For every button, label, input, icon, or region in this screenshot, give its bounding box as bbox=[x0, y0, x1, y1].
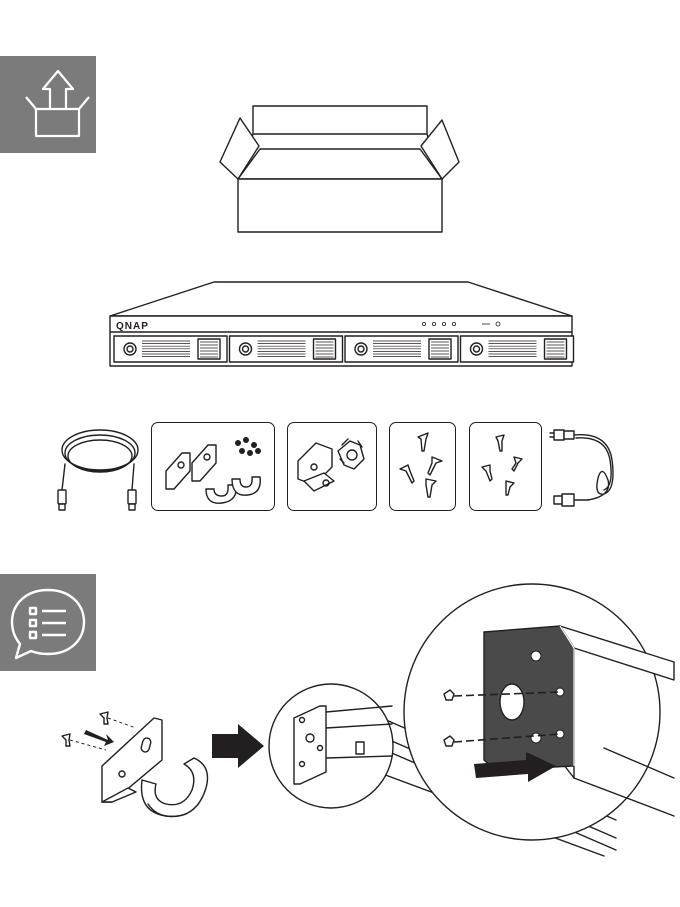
step-next-arrow bbox=[210, 722, 266, 772]
install-section-badge bbox=[0, 574, 96, 671]
shipping-box-illustration bbox=[215, 104, 465, 236]
power-cord-accessory bbox=[548, 420, 628, 516]
rack-ear-icon bbox=[152, 423, 276, 512]
screws-icon bbox=[390, 423, 457, 512]
screws-icon bbox=[470, 423, 543, 512]
drive-bay bbox=[114, 336, 227, 362]
nas-brand-logo: QNAP bbox=[116, 321, 149, 332]
rail-kit-accessory bbox=[287, 422, 377, 511]
drive-bay bbox=[345, 336, 458, 362]
screw-set-1-accessory bbox=[389, 422, 456, 511]
drive-bay bbox=[230, 336, 343, 362]
screw-set-2-accessory bbox=[469, 422, 542, 511]
rack-mount-detail-illustration bbox=[264, 588, 680, 856]
ethernet-cable-accessory bbox=[54, 414, 146, 514]
list-speech-bubble-icon bbox=[0, 574, 96, 671]
rack-ears-accessory bbox=[151, 422, 275, 511]
handle-attach-illustration bbox=[56, 704, 226, 828]
drive-bay bbox=[461, 336, 574, 362]
unbox-arrow-icon bbox=[0, 56, 96, 153]
nas-rack-unit-illustration: QNAP bbox=[106, 280, 576, 370]
unpack-section-badge bbox=[0, 56, 96, 153]
rail-kit-icon bbox=[288, 423, 378, 512]
